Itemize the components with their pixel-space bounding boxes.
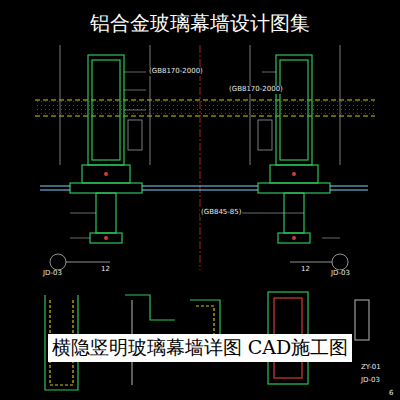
sheet-title: 铝合金玻璃幕墙设计图集 — [90, 10, 310, 37]
sheet-caption: 横隐竖明玻璃幕墙详图 CAD施工图 — [48, 334, 353, 362]
note-label: 12 — [100, 266, 111, 274]
note-label: ZY-01 — [360, 364, 382, 372]
note-label: JD-03 — [42, 270, 63, 278]
note-label: JD-03 — [360, 377, 381, 385]
note-label: 12 — [300, 266, 311, 274]
note-label: 6 — [388, 390, 394, 398]
note-label: (GB845-85) — [200, 209, 242, 217]
note-label: (GB8170-2000) — [228, 86, 284, 94]
note-label: (GB8170-2000) — [148, 68, 204, 76]
note-label: JD-03 — [330, 270, 351, 278]
